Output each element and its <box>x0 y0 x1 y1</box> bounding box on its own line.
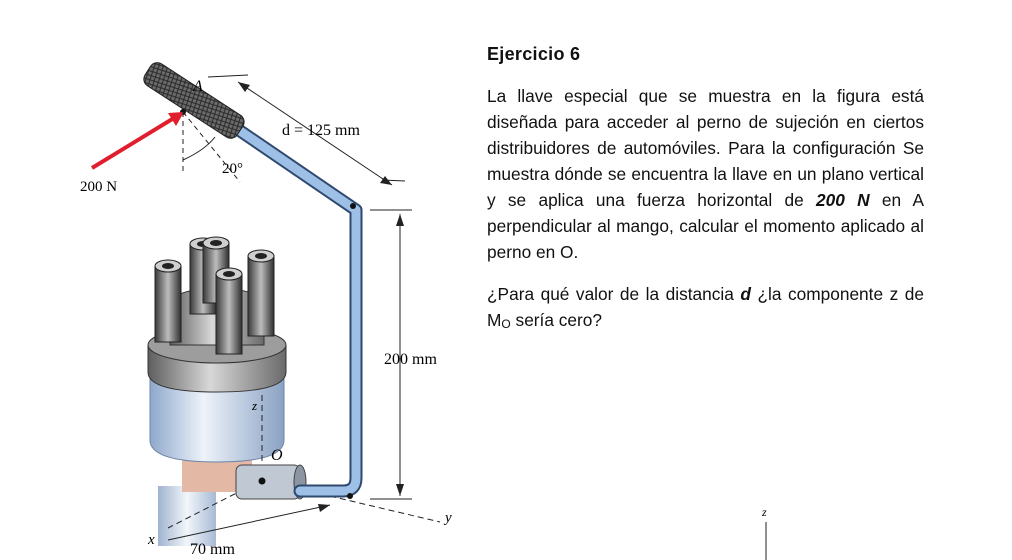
exercise-text-panel: Ejercicio 6 La llave especial que se mue… <box>487 44 924 353</box>
dimension-200 <box>370 209 412 500</box>
statement-text-1: La llave especial que se muestra en la f… <box>487 86 924 210</box>
exercise-title: Ejercicio 6 <box>487 44 581 64</box>
wrench-distributor-figure: A 200 N 20° d = 125 mm 200 mm O z y x 70… <box>80 62 452 558</box>
label-point-o: O <box>271 447 283 464</box>
corner-axis-z-label: z <box>761 505 767 519</box>
moment-subscript: O <box>501 317 511 331</box>
knurled-grip <box>143 62 245 139</box>
label-angle: 20° <box>222 161 243 177</box>
force-arrow <box>90 112 184 170</box>
problem-statement: La llave especial que se muestra en la f… <box>487 83 924 265</box>
point-o-dot <box>258 477 266 485</box>
label-point-a: A <box>192 78 203 95</box>
label-axis-x: x <box>147 532 155 548</box>
label-force: 200 N <box>80 179 117 195</box>
distance-emphasis: d <box>740 284 751 304</box>
label-distance-d: d = 125 mm <box>282 122 360 139</box>
label-dim-200: 200 mm <box>384 351 437 368</box>
question-text-3: sería cero? <box>510 310 602 330</box>
corner-axis-fragment: z <box>761 505 767 560</box>
label-dim-70: 70 mm <box>190 541 235 558</box>
question: ¿Para qué valor de la distancia d ¿la co… <box>487 281 924 337</box>
cap-terminals <box>154 236 275 355</box>
question-text-2: ¿la componente z de M <box>487 284 924 330</box>
question-text-1: ¿Para qué valor de la distancia <box>487 284 741 304</box>
label-axis-y: y <box>443 510 452 526</box>
dimension-d <box>207 74 406 186</box>
label-axis-z: z <box>251 398 257 413</box>
dimension-70 <box>167 504 331 541</box>
statement-text-2: en A perpendicular al mango, calcular el… <box>487 190 924 262</box>
force-emphasis: 200 N <box>816 190 870 210</box>
